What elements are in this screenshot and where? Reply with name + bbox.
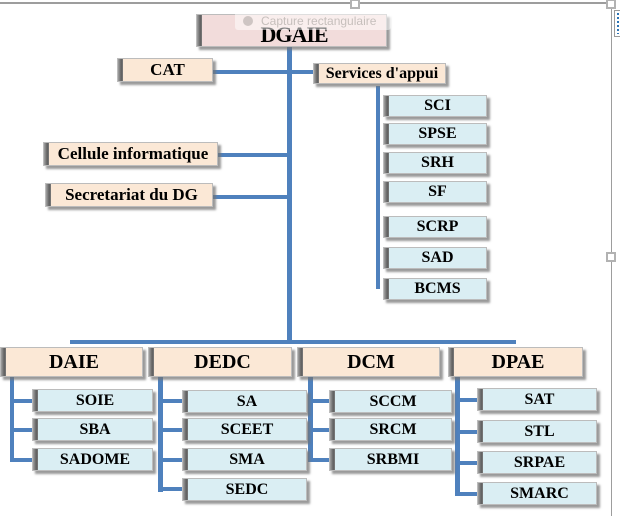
org-box-sccm[interactable]: SCCM bbox=[329, 390, 452, 413]
connector-secretariat bbox=[213, 195, 288, 199]
org-box-dedc[interactable]: DEDC bbox=[148, 347, 292, 377]
resize-handle-right-middle[interactable] bbox=[606, 252, 616, 262]
org-box-label: Cellule informatique bbox=[57, 144, 209, 163]
camera-icon bbox=[243, 15, 253, 26]
org-box-sma[interactable]: SMA bbox=[182, 448, 307, 471]
ruler-fragment bbox=[614, 10, 620, 37]
org-box-sadome[interactable]: SADOME bbox=[32, 448, 153, 471]
snip-tooltip: Capture rectangulaire bbox=[235, 11, 391, 30]
dotted-pattern bbox=[616, 13, 619, 34]
org-box-label: BCMS bbox=[414, 280, 461, 297]
org-box-label: SA bbox=[236, 392, 258, 410]
org-box-label: Secretariat du DG bbox=[65, 185, 198, 204]
org-box-label: SAT bbox=[524, 390, 555, 408]
org-box-cellule-informatique[interactable]: Cellule informatique bbox=[43, 142, 218, 166]
org-box-label: SMARC bbox=[510, 484, 569, 502]
connector-directions-horizontal bbox=[70, 340, 516, 344]
org-box-sat[interactable]: SAT bbox=[477, 388, 597, 411]
connector-tick bbox=[455, 492, 477, 496]
org-box-label: Services d'appui bbox=[325, 64, 439, 82]
org-box-sedc[interactable]: SEDC bbox=[182, 478, 307, 501]
org-box-label: SBA bbox=[79, 420, 111, 438]
org-box-smarc[interactable]: SMARC bbox=[477, 482, 597, 505]
connector-tick bbox=[308, 428, 329, 432]
org-box-label: SCCM bbox=[369, 392, 417, 410]
org-box-label: SOIE bbox=[75, 391, 115, 409]
org-box-label: SAD bbox=[421, 249, 454, 266]
org-box-label: SCI bbox=[424, 97, 451, 114]
connector-tick bbox=[10, 428, 32, 432]
connector-tick bbox=[158, 428, 182, 432]
org-box-label: SPSE bbox=[418, 125, 457, 142]
connector-tick bbox=[158, 487, 182, 491]
org-box-srpae[interactable]: SRPAE bbox=[477, 451, 597, 474]
org-box-cat[interactable]: CAT bbox=[117, 58, 213, 82]
connector-services-vertical bbox=[376, 86, 380, 289]
org-box-label: DAIE bbox=[48, 350, 99, 373]
connector-tick bbox=[455, 398, 477, 402]
org-box-sci[interactable]: SCI bbox=[383, 95, 487, 117]
org-box-srcm[interactable]: SRCM bbox=[329, 418, 452, 441]
org-box-label: SRBMI bbox=[366, 450, 420, 468]
org-box-label: SF bbox=[428, 183, 447, 200]
org-box-soie[interactable]: SOIE bbox=[32, 389, 153, 412]
connector-tick bbox=[158, 399, 182, 403]
connector-cat bbox=[213, 70, 313, 74]
connector-dcm-vertical bbox=[308, 377, 313, 462]
connector-daie-vertical bbox=[10, 377, 14, 462]
org-box-label: DCM bbox=[347, 350, 395, 373]
org-box-sceet[interactable]: SCEET bbox=[182, 418, 307, 441]
org-box-stl[interactable]: STL bbox=[477, 420, 597, 443]
canvas-border-top bbox=[0, 2, 612, 4]
tooltip-label: Capture rectangulaire bbox=[261, 13, 377, 28]
connector-cellule bbox=[218, 153, 288, 157]
org-box-label: CAT bbox=[150, 60, 185, 79]
connector-tick bbox=[10, 458, 32, 462]
org-box-label: SEDC bbox=[225, 480, 269, 498]
org-box-secretariat-dg[interactable]: Secretariat du DG bbox=[45, 183, 213, 207]
connector-trunk-vertical bbox=[287, 47, 292, 344]
org-box-label: STL bbox=[524, 422, 555, 440]
connector-dedc-vertical bbox=[158, 377, 163, 492]
connector-tick bbox=[455, 461, 477, 465]
org-box-label: SADOME bbox=[59, 450, 131, 468]
org-box-srbmi[interactable]: SRBMI bbox=[329, 448, 452, 471]
org-box-label: SRCM bbox=[369, 420, 417, 438]
org-box-sba[interactable]: SBA bbox=[32, 418, 153, 441]
connector-tick bbox=[10, 399, 32, 403]
org-box-label: DPAE bbox=[491, 350, 545, 373]
org-box-srh[interactable]: SRH bbox=[383, 152, 487, 174]
resize-handle-top-right[interactable] bbox=[606, 0, 616, 9]
connector-dpae-vertical bbox=[455, 377, 460, 496]
org-box-bcms[interactable]: BCMS bbox=[383, 278, 487, 300]
resize-handle-top-center[interactable] bbox=[350, 0, 360, 9]
org-box-label: SCRP bbox=[416, 218, 459, 235]
org-box-label: DEDC bbox=[194, 350, 251, 373]
org-box-sf[interactable]: SF bbox=[383, 181, 487, 203]
org-box-sa[interactable]: SA bbox=[182, 390, 307, 413]
org-box-services-appui[interactable]: Services d'appui bbox=[313, 63, 446, 84]
org-box-label: SRPAE bbox=[513, 453, 566, 471]
org-box-dcm[interactable]: DCM bbox=[297, 347, 440, 377]
org-box-spse[interactable]: SPSE bbox=[383, 123, 487, 145]
org-box-daie[interactable]: DAIE bbox=[0, 347, 143, 377]
connector-tick bbox=[158, 458, 182, 462]
org-box-label: SCEET bbox=[220, 420, 274, 438]
org-box-dpae[interactable]: DPAE bbox=[448, 347, 583, 377]
org-box-label: SMA bbox=[229, 450, 265, 468]
org-box-scrp[interactable]: SCRP bbox=[383, 216, 487, 238]
connector-tick bbox=[455, 430, 477, 434]
connector-tick bbox=[308, 458, 329, 462]
connector-tick bbox=[308, 399, 329, 403]
org-box-label: SRH bbox=[421, 154, 454, 171]
org-box-sad[interactable]: SAD bbox=[383, 247, 487, 269]
